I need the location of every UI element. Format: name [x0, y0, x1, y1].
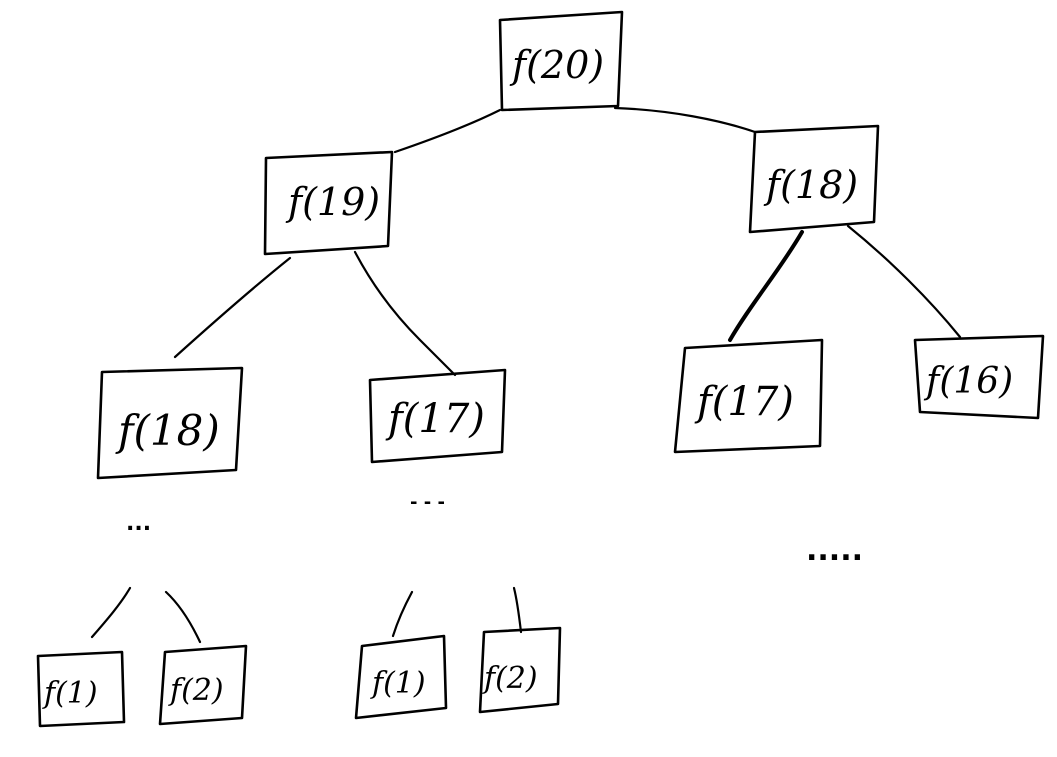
- edge-f18-f16: [846, 224, 962, 339]
- node-f17-middle: f(17): [368, 368, 507, 464]
- edge-f1-mid: [391, 590, 414, 638]
- node-label: f(2): [168, 673, 224, 708]
- node-f19: f(19): [263, 150, 394, 256]
- node-label: f(20): [509, 43, 604, 87]
- edge-f1-left: [90, 586, 132, 639]
- edge-f20-f19: [393, 108, 502, 154]
- node-label: f(1): [370, 666, 426, 701]
- node-label: f(2): [482, 661, 538, 696]
- node-label: f(18): [763, 163, 858, 207]
- ellipsis-right: .....: [806, 533, 863, 568]
- edge-f18-f17: [728, 230, 804, 342]
- node-f1-middle: f(1): [354, 634, 448, 720]
- tree-nodes: f(20) f(19) f(18) f(18) f(17) f(17) f(16…: [36, 10, 1045, 728]
- node-f18-right: f(18): [748, 124, 880, 234]
- node-label: f(16): [923, 361, 1013, 402]
- edge-f19-f17: [353, 250, 457, 377]
- node-label: f(19): [285, 180, 380, 224]
- ellipsis-left: ...: [126, 511, 151, 536]
- ellipsis-middle: - - -: [410, 492, 445, 513]
- node-f1-left: f(1): [36, 650, 126, 728]
- edge-f20-f18: [613, 106, 757, 134]
- edge-f19-f18: [173, 256, 292, 359]
- node-f2-middle: f(2): [478, 626, 562, 714]
- tree-edges: [90, 106, 962, 644]
- ellipsis-markers: ... - - - .....: [126, 492, 863, 568]
- node-f17-right: f(17): [673, 338, 824, 454]
- node-label: f(17): [694, 379, 794, 425]
- node-f16: f(16): [913, 334, 1045, 420]
- node-label: f(18): [115, 406, 220, 455]
- edge-f2-left: [164, 590, 202, 644]
- node-f20: f(20): [498, 10, 624, 112]
- node-f2-left: f(2): [158, 644, 248, 726]
- node-f18-left: f(18): [96, 366, 244, 480]
- node-label: f(17): [385, 396, 485, 442]
- node-label: f(1): [42, 676, 98, 711]
- edge-f2-mid: [512, 586, 523, 634]
